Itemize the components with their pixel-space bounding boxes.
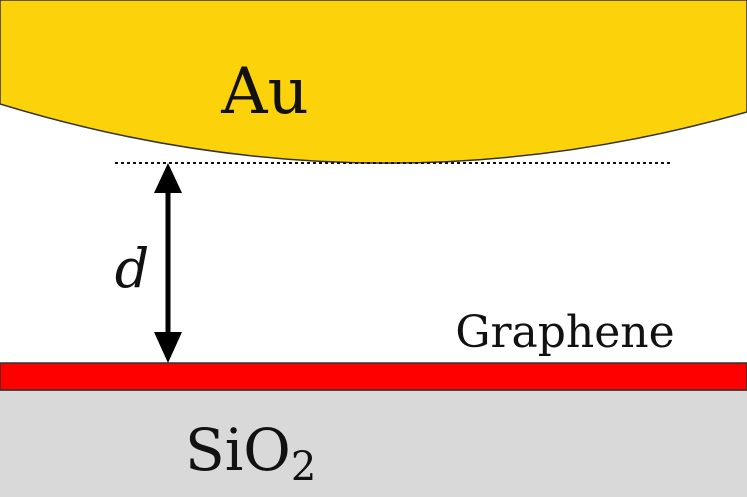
gold-label: Au: [220, 55, 308, 129]
sio2-substrate: [0, 390, 747, 497]
substrate-label-subscript: 2: [291, 444, 316, 490]
substrate-label-main: SiO: [185, 416, 291, 484]
graphene-label: Graphene: [455, 307, 674, 358]
distance-label: d: [115, 237, 150, 300]
distance-arrow-head-bottom: [154, 332, 182, 363]
substrate-label: SiO2: [185, 416, 316, 490]
distance-arrow-head-top: [154, 163, 182, 193]
gold-tip: [0, 0, 747, 164]
graphene-layer: [0, 362, 747, 391]
